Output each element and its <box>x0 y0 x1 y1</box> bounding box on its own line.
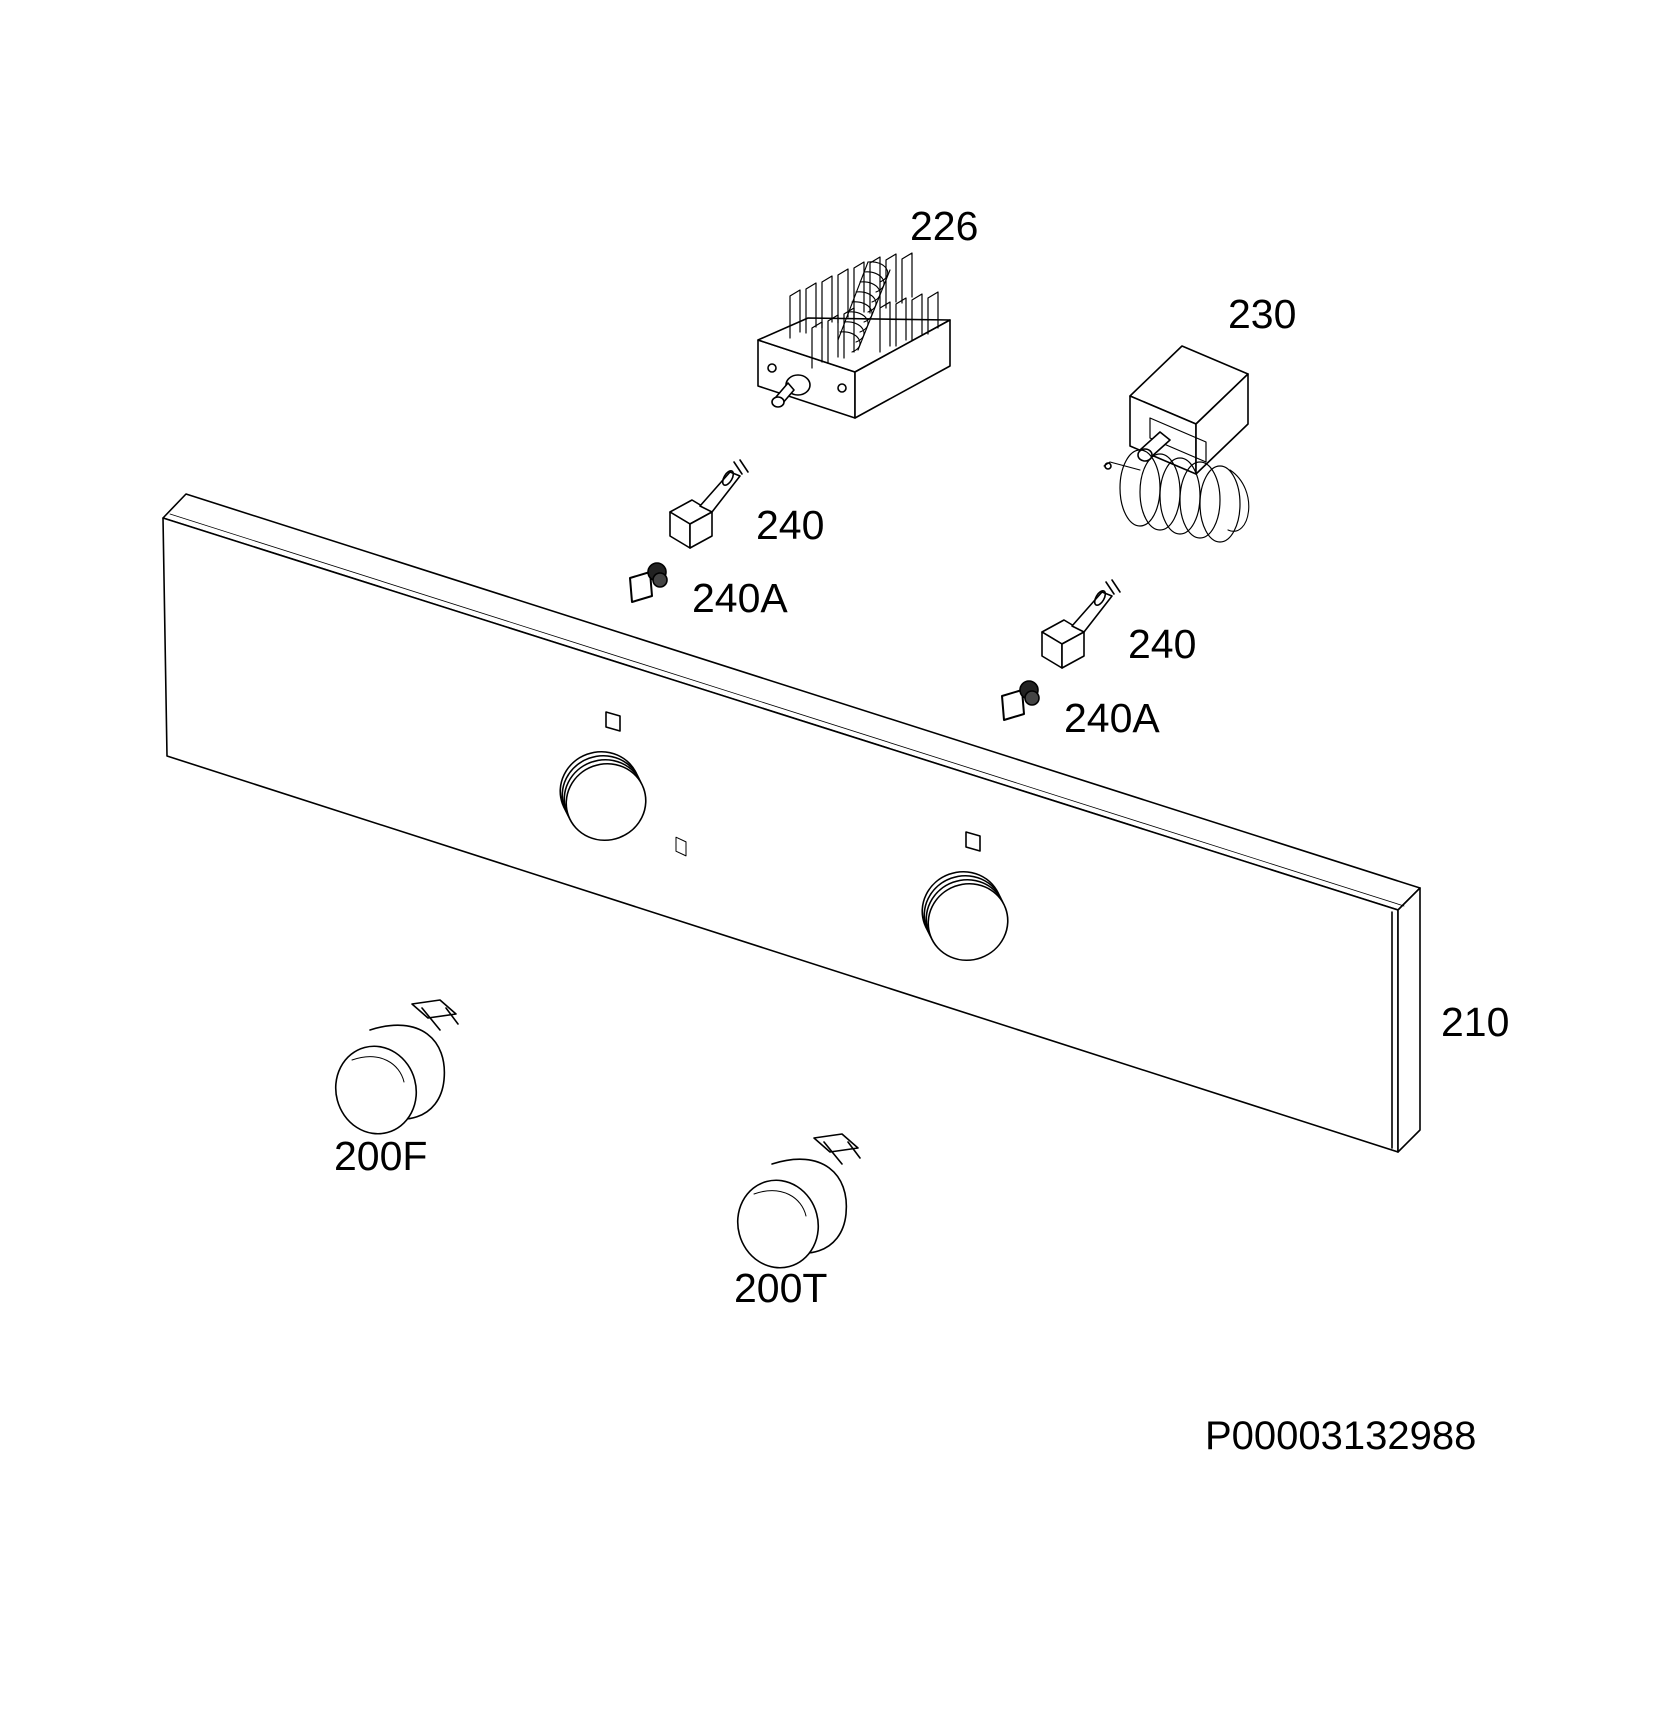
part-label-200T: 200T <box>734 1265 828 1311</box>
lamp-cap-240A-right <box>1002 681 1039 720</box>
part-label-230: 230 <box>1228 291 1297 337</box>
knob-200F <box>326 1000 458 1143</box>
knob-hole-left <box>549 741 656 852</box>
knob-200T <box>728 1134 860 1277</box>
part-label-240A-left: 240A <box>692 575 788 621</box>
part-label-210: 210 <box>1441 999 1510 1045</box>
control-panel-210 <box>163 494 1420 1152</box>
part-label-240-left: 240 <box>756 502 825 548</box>
lamp-holder-240-left <box>670 460 748 856</box>
lamp-cap-240A-left <box>630 563 667 602</box>
indicator-window-left <box>606 712 620 731</box>
drawing-code: P00003132988 <box>1205 1414 1477 1458</box>
lamp-holder-240-right <box>1042 580 1120 668</box>
part-label-200F: 200F <box>334 1133 428 1179</box>
thermostat-230 <box>1104 346 1249 542</box>
selector-switch-226 <box>758 253 950 418</box>
knob-hole-right <box>911 861 1018 972</box>
indicator-window-right <box>966 832 980 851</box>
part-label-226: 226 <box>910 203 979 249</box>
part-label-240A-right: 240A <box>1064 695 1160 741</box>
part-label-240-right: 240 <box>1128 621 1197 667</box>
